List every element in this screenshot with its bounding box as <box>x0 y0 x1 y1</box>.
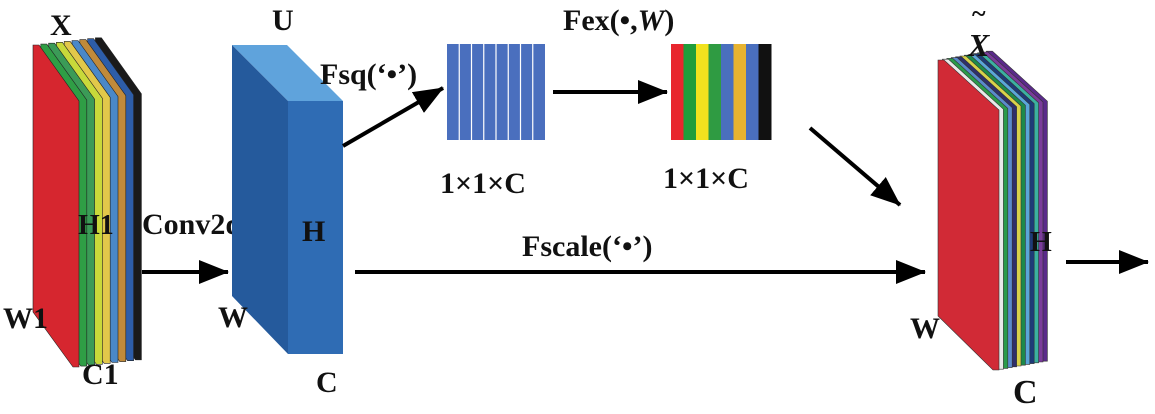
u-h-label: H <box>302 215 325 248</box>
feature-block-front <box>288 101 343 354</box>
output-h-label: H <box>1030 227 1052 258</box>
excitation-channel-stripe <box>721 44 734 140</box>
excitation-to-output-arrow <box>808 126 902 207</box>
excitation-channel-stripe <box>683 44 697 140</box>
output-c-label: C <box>1013 374 1038 411</box>
input-channel-slice <box>32 44 80 368</box>
excitation-channel-stripe <box>696 44 709 140</box>
conv2d-label: Conv2d <box>142 208 242 241</box>
scale-label: Fscale(‘•’) <box>522 230 652 263</box>
input-h-label: H1 <box>78 210 114 241</box>
excitation-channel-stripe <box>746 44 759 140</box>
feature-block-top <box>232 45 343 101</box>
excitation-channel-stripe <box>671 44 684 140</box>
squeeze-vector <box>447 44 545 140</box>
input-x-label: X <box>50 9 72 42</box>
squeeze-label: Fsq(‘•’) <box>320 58 417 91</box>
input-feature-map-x <box>32 37 142 368</box>
excitation-weight: W <box>638 4 667 37</box>
output-x-label: X <box>967 27 990 63</box>
excitation-channel-stripe <box>708 44 722 140</box>
output-channel-slice <box>937 59 1000 371</box>
input-w-label: W1 <box>3 302 48 335</box>
input-c-label: C1 <box>82 358 119 391</box>
excitation-suffix: ) <box>664 4 674 37</box>
u-label: U <box>272 4 294 37</box>
excitation-label: Fex(•,W) <box>563 4 674 37</box>
excitation-vector <box>671 44 772 140</box>
u-w-label: W <box>218 301 248 334</box>
excitation-prefix: Fex(•, <box>563 4 638 37</box>
excite-dims-label: 1×1×C <box>663 162 749 195</box>
output-w-label: W <box>910 312 940 345</box>
squeeze-arrow <box>341 86 445 148</box>
excitation-channel-stripe <box>733 44 747 140</box>
feature-block-u <box>232 45 343 354</box>
output-tilde-mark: ~ <box>972 0 986 28</box>
u-c-label: C <box>316 366 338 399</box>
output-feature-map-x-tilde <box>937 50 1048 371</box>
excitation-channel-stripe <box>758 44 772 140</box>
feature-block-side <box>232 45 288 354</box>
squeeze-dims-label: 1×1×C <box>440 167 526 200</box>
